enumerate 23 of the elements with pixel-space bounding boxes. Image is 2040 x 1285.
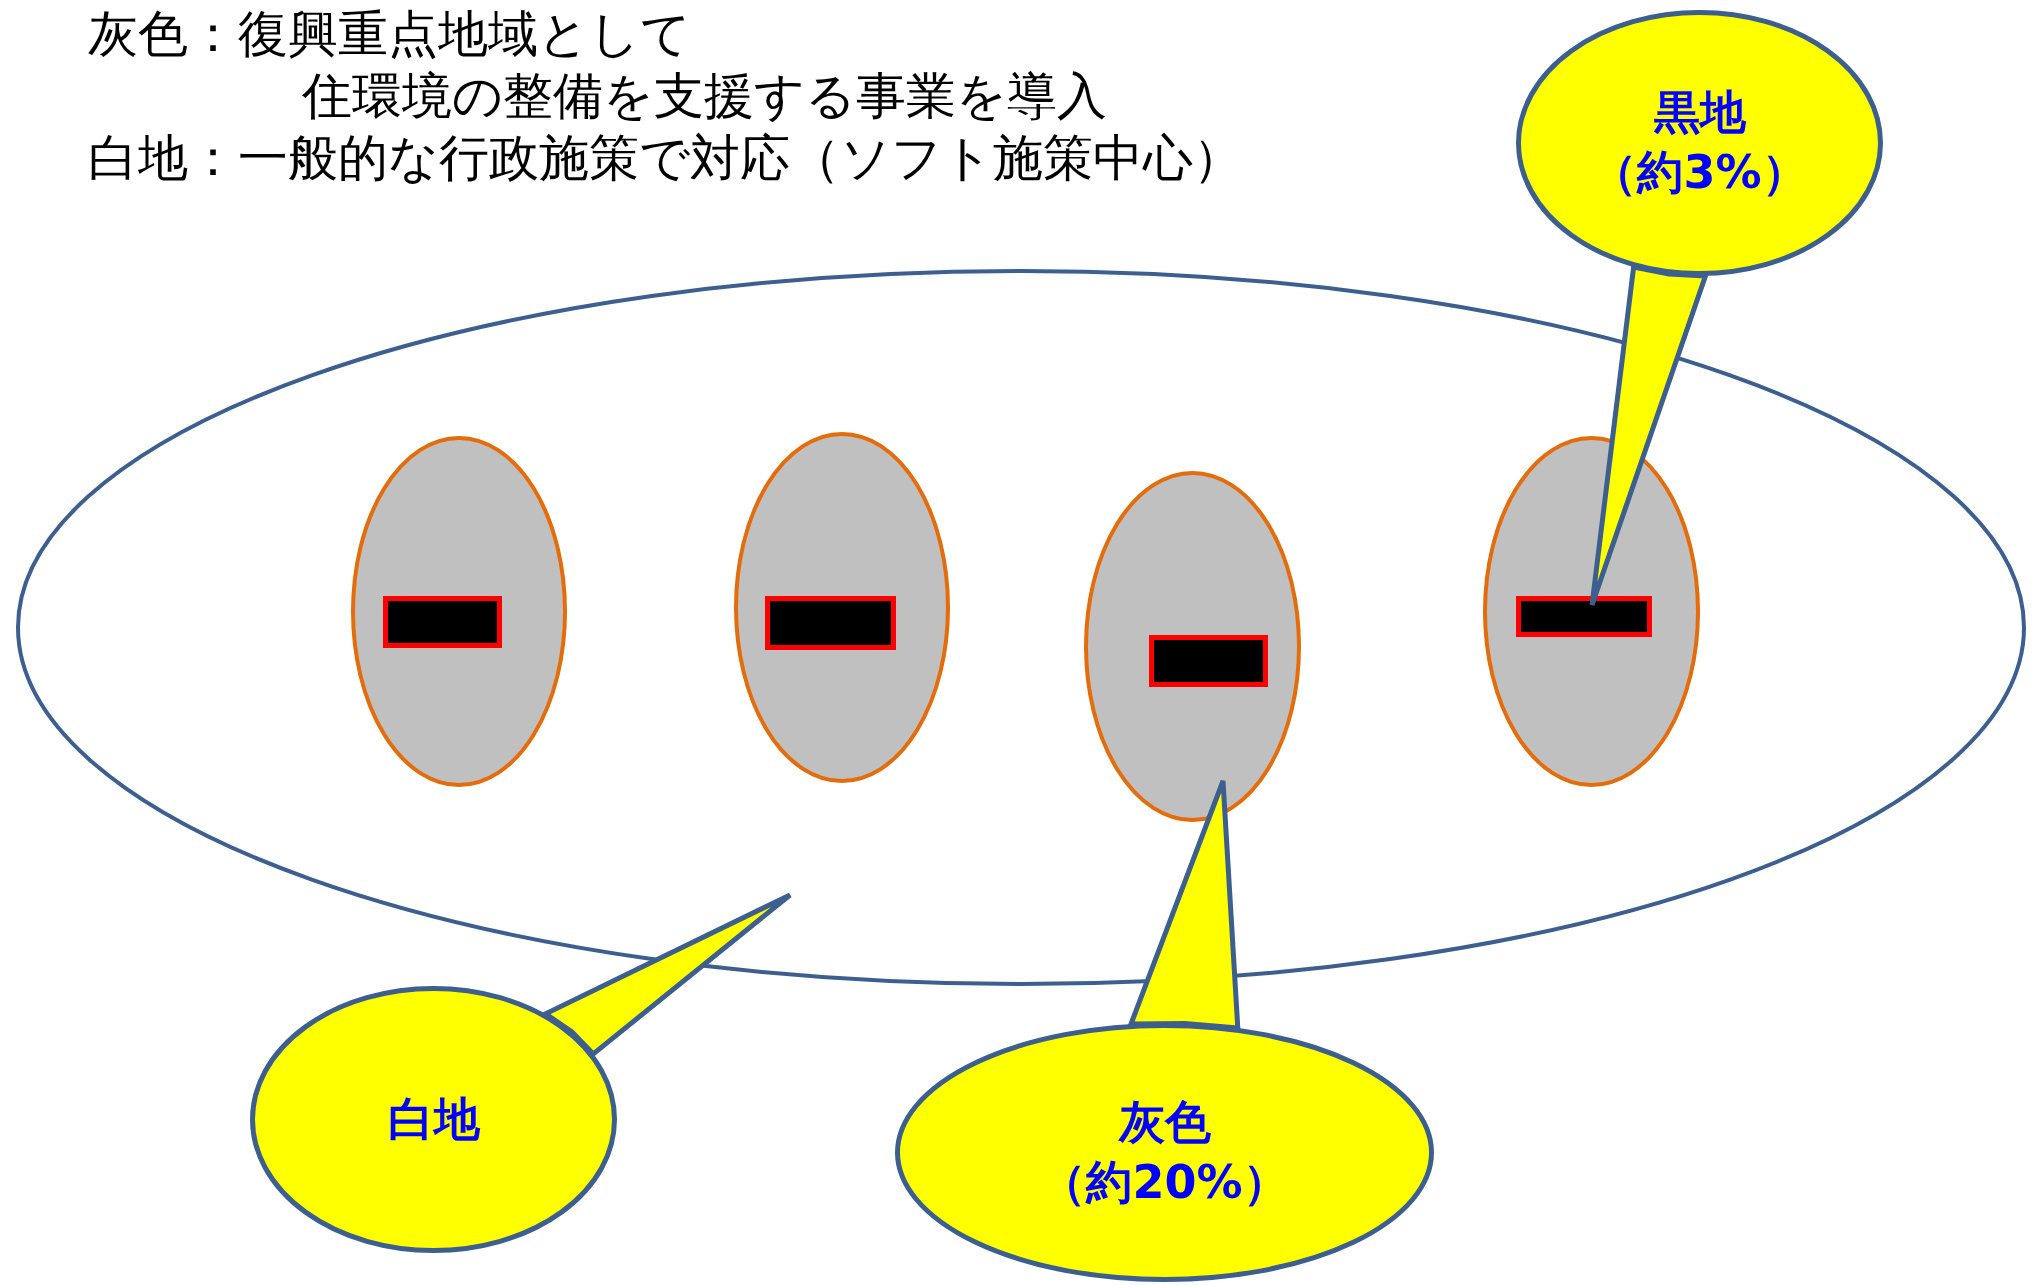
speech-bubble	[895, 1023, 1434, 1282]
area-ellipse	[1084, 471, 1301, 822]
percentage-text: （約3%）	[1591, 144, 1808, 201]
block-rectangle	[383, 596, 502, 648]
speech-bubble	[250, 986, 617, 1253]
speech-bubble	[1516, 10, 1883, 276]
area-ellipse	[351, 436, 567, 787]
percentage-text: （約20%）	[1040, 1153, 1289, 1211]
callout-title: 黒地	[1653, 84, 1746, 142]
callout-pointer	[1127, 778, 1241, 1031]
legend-note: 灰色：復興重点地域として	[88, 4, 691, 64]
callout-title: 灰色	[1118, 1093, 1211, 1151]
legend-note: 住環境の整備を支援する事業を導入	[302, 66, 1107, 126]
callout-pointer	[1589, 264, 1709, 608]
area-ellipse	[734, 432, 950, 783]
block-rectangle	[1516, 596, 1652, 637]
legend-note: 白地：一般的な行政施策で対応（ソフト施策中心）	[88, 128, 1243, 188]
block-rectangle	[1149, 635, 1268, 687]
callout-pointer	[540, 892, 793, 1058]
area-ellipse	[1483, 436, 1700, 787]
block-rectangle	[765, 596, 896, 650]
callout-title: 白地	[387, 1090, 480, 1148]
region-ellipse	[16, 269, 2026, 986]
